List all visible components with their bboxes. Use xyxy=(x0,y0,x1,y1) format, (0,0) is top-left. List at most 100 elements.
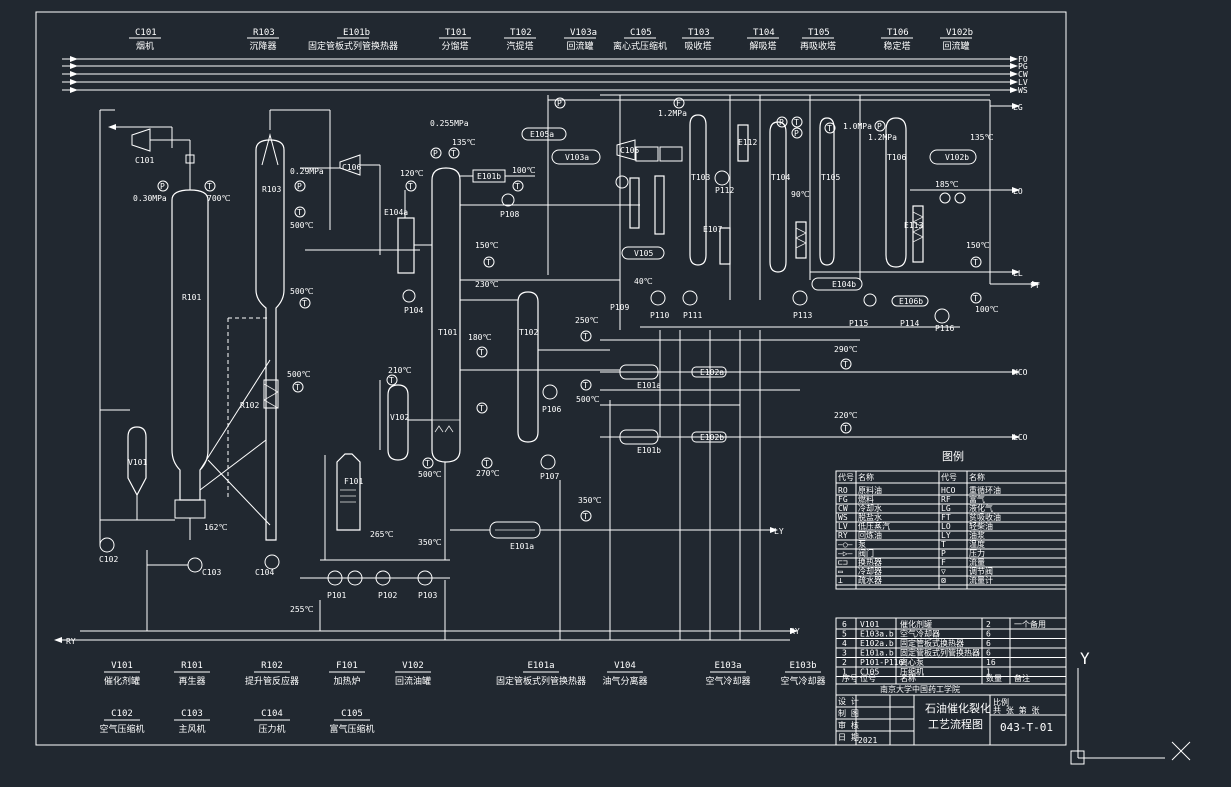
legend-cell: 脱盐水 xyxy=(858,512,882,522)
utility-headers: FO PG CW LV WS xyxy=(62,55,1028,95)
bottom-equipment-tag: R101 xyxy=(181,661,203,671)
svg-text:T: T xyxy=(479,348,484,357)
header-fo: FO xyxy=(1018,55,1028,64)
top-equipment-name: 吸收塔 xyxy=(684,40,711,52)
svg-text:E101a: E101a xyxy=(637,381,661,390)
legend-cell: 燃料 xyxy=(858,494,874,504)
svg-text:制 图: 制 图 xyxy=(838,708,859,718)
svg-text:1.0MPa: 1.0MPa xyxy=(843,122,872,131)
legend-cell: ▭ xyxy=(838,567,843,576)
parts-footer: 备注 xyxy=(1014,673,1030,683)
top-equipment-tag: T106 xyxy=(887,28,909,38)
svg-text:P: P xyxy=(779,118,784,127)
parts-cell: P101-P116 xyxy=(860,658,904,667)
top-equipment-name: 解吸塔 xyxy=(749,40,776,52)
drawing-frame xyxy=(35,11,1067,746)
parts-footer: 序号 xyxy=(842,673,858,683)
title-block: 南京大学中国药工学院 设 计 制 图 审 核 日 期 2021 石油催化裂化 工… xyxy=(835,683,1067,746)
bottom-equipment-tag: V102 xyxy=(402,661,424,671)
svg-text:100℃: 100℃ xyxy=(975,305,998,314)
bottom-equipment-tag: V104 xyxy=(614,661,636,671)
parts-cell: 2 xyxy=(986,620,991,629)
top-equipment-name: 分馏塔 xyxy=(441,40,468,52)
svg-text:LL: LL xyxy=(1013,269,1023,278)
svg-text:E107: E107 xyxy=(703,225,722,234)
legend-cell: T xyxy=(941,540,946,549)
bottom-equipment-labels-row1: V101催化剂罐R101再生器R102提升管反应器F101加热炉V102回流油罐… xyxy=(104,661,826,687)
svg-text:T: T xyxy=(207,182,212,191)
riser-top-temp: 500℃ xyxy=(290,287,313,296)
bottom-equipment-name: 油气分离器 xyxy=(602,675,647,687)
legend-cell: 冷却水 xyxy=(858,503,882,513)
svg-text:C106: C106 xyxy=(342,163,361,172)
catalyst-tank-v101 xyxy=(127,426,147,497)
svg-text:270℃: 270℃ xyxy=(476,469,499,478)
svg-text:P: P xyxy=(877,122,882,131)
svg-text:P108: P108 xyxy=(500,210,519,219)
ucs-y-label: Y xyxy=(1080,649,1090,668)
bottom-equipment-name: 固定管板式列管换热器 xyxy=(496,675,586,687)
legend-cell: 重循环油 xyxy=(969,485,1001,495)
svg-text:LG: LG xyxy=(1013,103,1023,112)
svg-text:P101: P101 xyxy=(327,591,346,600)
top-equipment-name: 固定管板式列管换热器 xyxy=(308,40,398,52)
legend-cell: ▽ xyxy=(941,567,946,576)
svg-text:E106b: E106b xyxy=(899,297,923,306)
t101-top-p: 0.255MPa xyxy=(430,119,469,128)
parts-cell: C105 xyxy=(860,668,879,677)
svg-text:E104b: E104b xyxy=(832,280,856,289)
svg-text:V102b: V102b xyxy=(945,153,969,162)
c101-tag: C101 xyxy=(135,156,154,165)
svg-text:共 张 第 张: 共 张 第 张 xyxy=(993,705,1039,715)
bottom-equipment-name: 压力机 xyxy=(258,723,285,735)
svg-text:T: T xyxy=(408,182,413,191)
r103-pressure: 0.29MPa xyxy=(290,167,324,176)
svg-text:T101: T101 xyxy=(438,328,457,337)
top-equipment-tag: T103 xyxy=(688,28,710,38)
svg-text:C104: C104 xyxy=(255,568,274,577)
regenerator-section: C101 R101 P T 0.30MPa 700℃ 162℃ R103 R10… xyxy=(99,109,420,590)
top-equipment-tag: T101 xyxy=(445,28,467,38)
settler-r103 xyxy=(255,139,285,541)
svg-text:E101b: E101b xyxy=(477,172,501,181)
svg-text:180℃: 180℃ xyxy=(468,333,491,342)
top-equipment-name: 再吸收塔 xyxy=(800,40,836,52)
svg-text:T: T xyxy=(302,299,307,308)
svg-text:1.2MPa: 1.2MPa xyxy=(868,133,897,142)
legend-header: 代号 xyxy=(838,472,854,482)
bottom-equipment-tag: C103 xyxy=(181,709,203,719)
svg-text:P113: P113 xyxy=(793,311,812,320)
svg-text:P: P xyxy=(794,129,799,138)
parts-footer: 名称 xyxy=(900,673,916,683)
svg-text:P111: P111 xyxy=(683,311,702,320)
top-equipment-tag: V102b xyxy=(946,28,973,38)
svg-text:E112: E112 xyxy=(738,138,757,147)
svg-text:P: P xyxy=(557,99,562,108)
slurry-temp-lbl: 350℃ xyxy=(418,538,441,547)
svg-text:LO: LO xyxy=(1013,187,1023,196)
svg-text:日 期: 日 期 xyxy=(838,733,859,742)
r103-temp: 500℃ xyxy=(290,221,313,230)
svg-text:C103: C103 xyxy=(202,568,221,577)
legend-cell: 阀门 xyxy=(858,548,874,558)
legend-cell: FT xyxy=(941,513,951,522)
f101-in-temp: 265℃ xyxy=(370,530,393,539)
svg-text:P: P xyxy=(297,182,302,191)
svg-text:T: T xyxy=(843,424,848,433)
reflux-oil-tank-v102 xyxy=(387,384,409,461)
flue-gas-turbine-symbol xyxy=(131,128,151,152)
parts-footer: 数量 xyxy=(986,673,1002,683)
bottom-equipment-tag: C104 xyxy=(261,709,283,719)
svg-text:T: T xyxy=(583,512,588,521)
r102-tag: R102 xyxy=(240,401,259,410)
parts-cell: 3 xyxy=(842,649,847,658)
top-equipment-tag: T102 xyxy=(510,28,532,38)
school-name: 南京大学中国药工学院 xyxy=(880,684,960,694)
legend-cell: 冷却器 xyxy=(858,566,882,576)
top-equipment-tag: V103a xyxy=(570,28,597,38)
header-cw: CW xyxy=(1018,70,1028,79)
legend-cell: 换热器 xyxy=(858,557,882,567)
svg-text:P110: P110 xyxy=(650,311,669,320)
